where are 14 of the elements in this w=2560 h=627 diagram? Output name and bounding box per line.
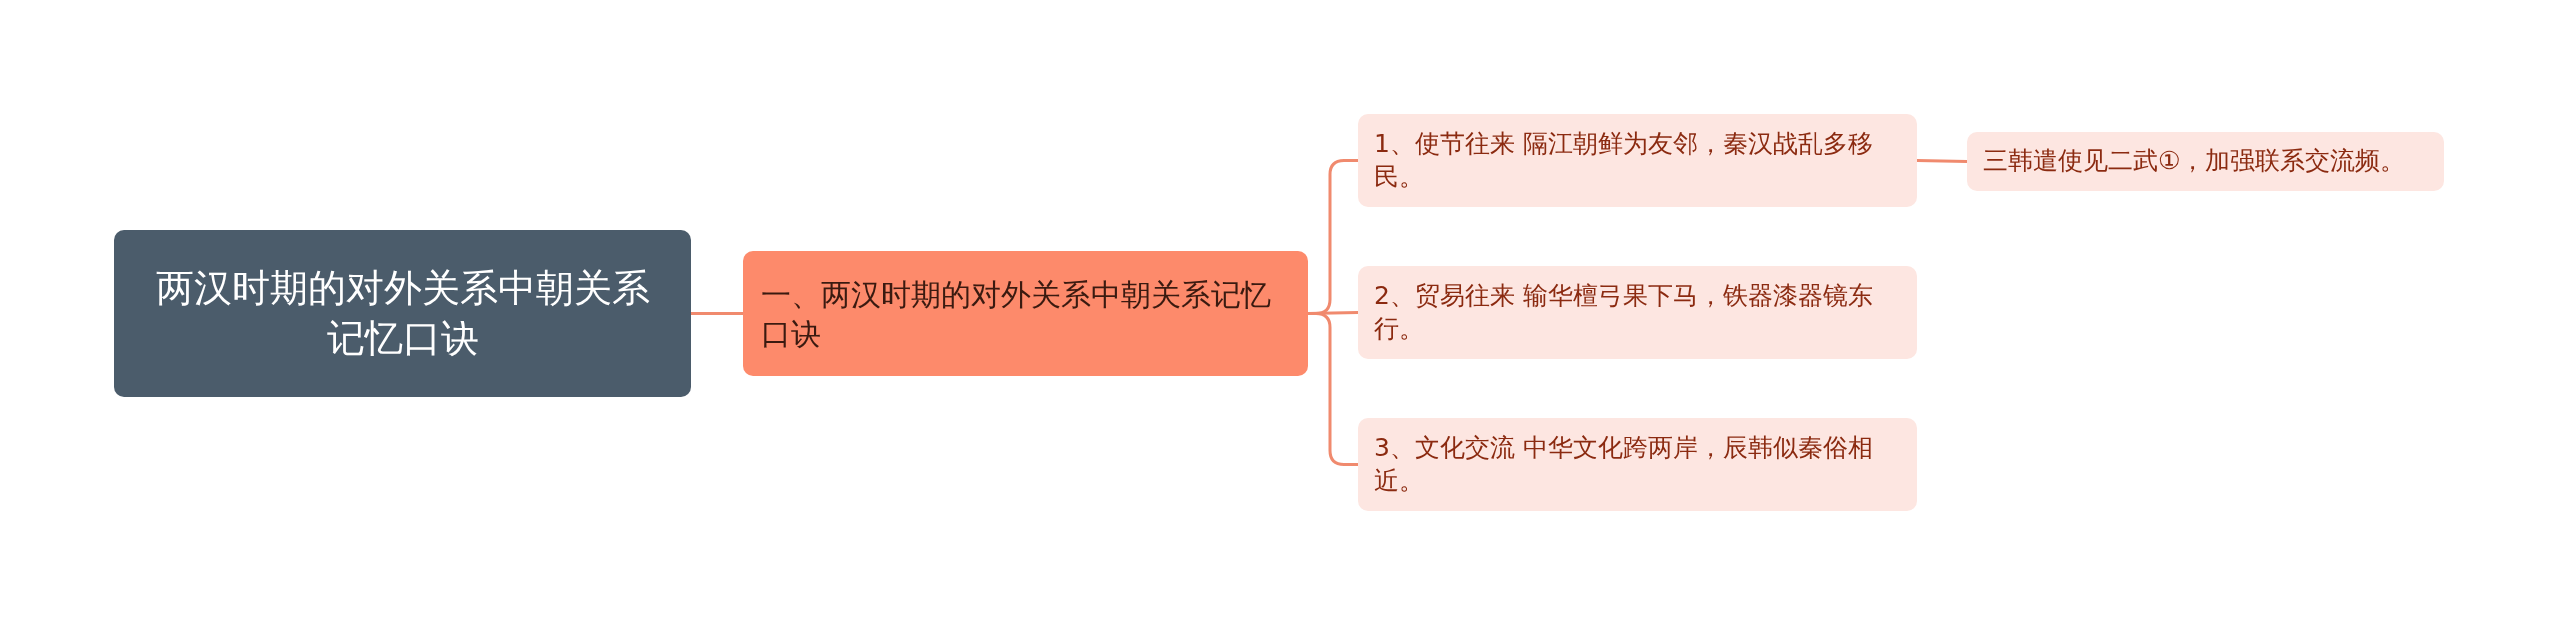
topic-text: 两汉时期的对外关系中朝关系记忆口诀 (154, 265, 651, 362)
main-topic-box (743, 251, 1308, 376)
topic-text: 3、文化交流 中华文化跨两岸，辰韩似秦俗相近。 (1374, 432, 1874, 497)
topic-text: 一、两汉时期的对外关系中朝关系记忆口诀 (761, 275, 1272, 353)
topic-text: 1、使节往来 隔江朝鲜为友邻，秦汉战乱多移民。 (1374, 128, 1874, 193)
connector-line (691, 312, 743, 315)
connector-line (1916, 159, 1968, 163)
topic-text: 三韩遣使见二武①，加强联系交流频。 (1983, 145, 2406, 178)
subtopic-box (1967, 132, 2444, 191)
subtopic-box (1358, 114, 1917, 207)
subtopic-box (1358, 418, 1917, 511)
root-topic-box (114, 230, 691, 397)
subtopic-box (1358, 266, 1917, 359)
topic-text: 2、贸易往来 输华檀弓果下马，铁器漆器镜东行。 (1374, 280, 1874, 345)
